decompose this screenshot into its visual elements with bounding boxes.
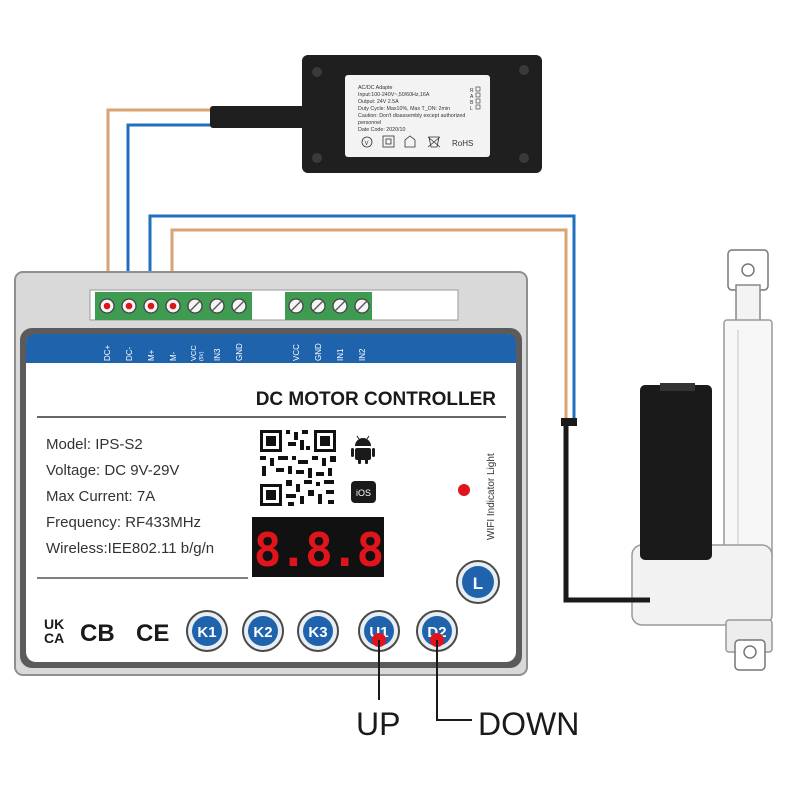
terminal-screw — [332, 298, 348, 314]
spec-frequency: Frequency: RF433MHz — [46, 514, 201, 531]
adapter-label-line: Caution: Don't disassembly except author… — [358, 113, 465, 119]
terminal-screw — [310, 298, 326, 314]
l-button[interactable]: L — [456, 560, 500, 604]
adapter-label-line: Output: 24V 2.5A — [358, 99, 399, 105]
terminal-label: DC- — [125, 346, 134, 361]
actuator-motor — [640, 385, 712, 560]
terminal-label: M+ — [147, 349, 156, 361]
terminal-label: DC+ — [103, 344, 112, 361]
adapter-side-mark: R — [470, 88, 474, 94]
terminal-screw-red — [165, 298, 181, 314]
qr-code — [258, 428, 338, 508]
terminal-screw-red — [121, 298, 137, 314]
motor-wire-blue — [148, 214, 576, 420]
recycle-bin-icon — [427, 136, 441, 148]
svg-text:V: V — [365, 141, 369, 147]
k2-button-label: K2 — [253, 624, 272, 641]
motor-controller: DC+ DC- M+ M- VCC (5V) IN3 GND VCC GND I… — [14, 271, 528, 676]
motor-wire-tan — [170, 228, 568, 420]
terminal-screw-red — [99, 298, 115, 314]
k1-button-label: K1 — [197, 624, 216, 641]
down-callout-line — [436, 640, 472, 721]
ac-dc-adapter: AC/DC Adapte Input:100-240V~,50/60Hz,16A… — [210, 55, 542, 173]
cb-mark: CB — [80, 620, 115, 647]
spec-model: Model: IPS-S2 — [46, 436, 143, 453]
adapter-wire-blue — [126, 123, 302, 272]
terminal-label: IN3 — [213, 348, 222, 361]
terminal-screw — [187, 298, 203, 314]
adapter-side-mark: A — [470, 94, 474, 100]
terminal-label: GND — [235, 343, 244, 361]
adapter-label-line: Date Code: 2020/10 — [358, 127, 405, 133]
ce-mark: CE — [136, 620, 169, 647]
terminal-screw-red — [143, 298, 159, 314]
k3-button-label: K3 — [308, 624, 327, 641]
up-button[interactable]: U1 — [358, 610, 400, 652]
k3-button[interactable]: K3 — [297, 610, 339, 652]
ukca-mark-bottom: CA — [44, 630, 64, 646]
adapter-label-plate — [345, 75, 490, 157]
rohs-mark: RoHS — [452, 139, 473, 148]
terminal-label-band — [26, 334, 516, 363]
terminal-label: VCC — [189, 345, 198, 361]
terminal-label: IN2 — [358, 348, 367, 361]
terminal-screw — [354, 298, 370, 314]
double-insulation-icon — [382, 135, 395, 148]
l-button-label: L — [473, 574, 483, 593]
adapter-wire-tan — [106, 108, 302, 272]
android-icon — [351, 435, 375, 464]
linear-actuator — [561, 249, 773, 671]
ukca-mark-top: UK — [44, 616, 64, 632]
terminal-label: M- — [169, 351, 178, 361]
adapter-label-line: Duty Cycle: Max10%, Max T_ON: 2min — [358, 106, 450, 112]
wifi-indicator-light — [458, 484, 470, 496]
terminal-label: GND — [314, 343, 323, 361]
terminal-label: (5V) — [199, 351, 205, 361]
terminal-screw — [209, 298, 225, 314]
adapter-label-line: Input:100-240V~,50/60Hz,16A — [358, 92, 430, 98]
k2-button[interactable]: K2 — [242, 610, 284, 652]
ios-badge — [351, 481, 376, 503]
adapter-label-line: personnel — [358, 120, 381, 126]
spec-current: Max Current: 7A — [46, 488, 155, 505]
actuator-cable — [563, 420, 650, 603]
terminal-screw — [288, 298, 304, 314]
terminal-screw — [231, 298, 247, 314]
terminal-label: VCC — [292, 344, 301, 361]
spec-voltage: Voltage: DC 9V-29V — [46, 462, 179, 479]
led-display — [252, 517, 384, 577]
k1-button[interactable]: K1 — [186, 610, 228, 652]
ios-label: iOS — [356, 488, 371, 498]
up-callout-label: UP — [356, 706, 400, 742]
spec-wireless: Wireless:IEE802.11 b/g/n — [46, 540, 214, 557]
terminal-label: IN1 — [336, 348, 345, 361]
indoor-use-icon — [404, 135, 416, 148]
wifi-indicator-label: WIFI Indicator Light — [486, 453, 497, 540]
led-display-digits: 8.8.8 — [254, 523, 382, 577]
actuator-outer-tube — [723, 319, 773, 561]
controller-title: DC MOTOR CONTROLLER — [256, 389, 497, 410]
energy-level-icon — [361, 136, 373, 148]
adapter-side-mark: B — [470, 100, 474, 106]
adapter-side-mark: L — [470, 106, 473, 112]
adapter-label-line: AC/DC Adapte — [358, 85, 393, 91]
down-callout-label: DOWN — [478, 706, 579, 742]
